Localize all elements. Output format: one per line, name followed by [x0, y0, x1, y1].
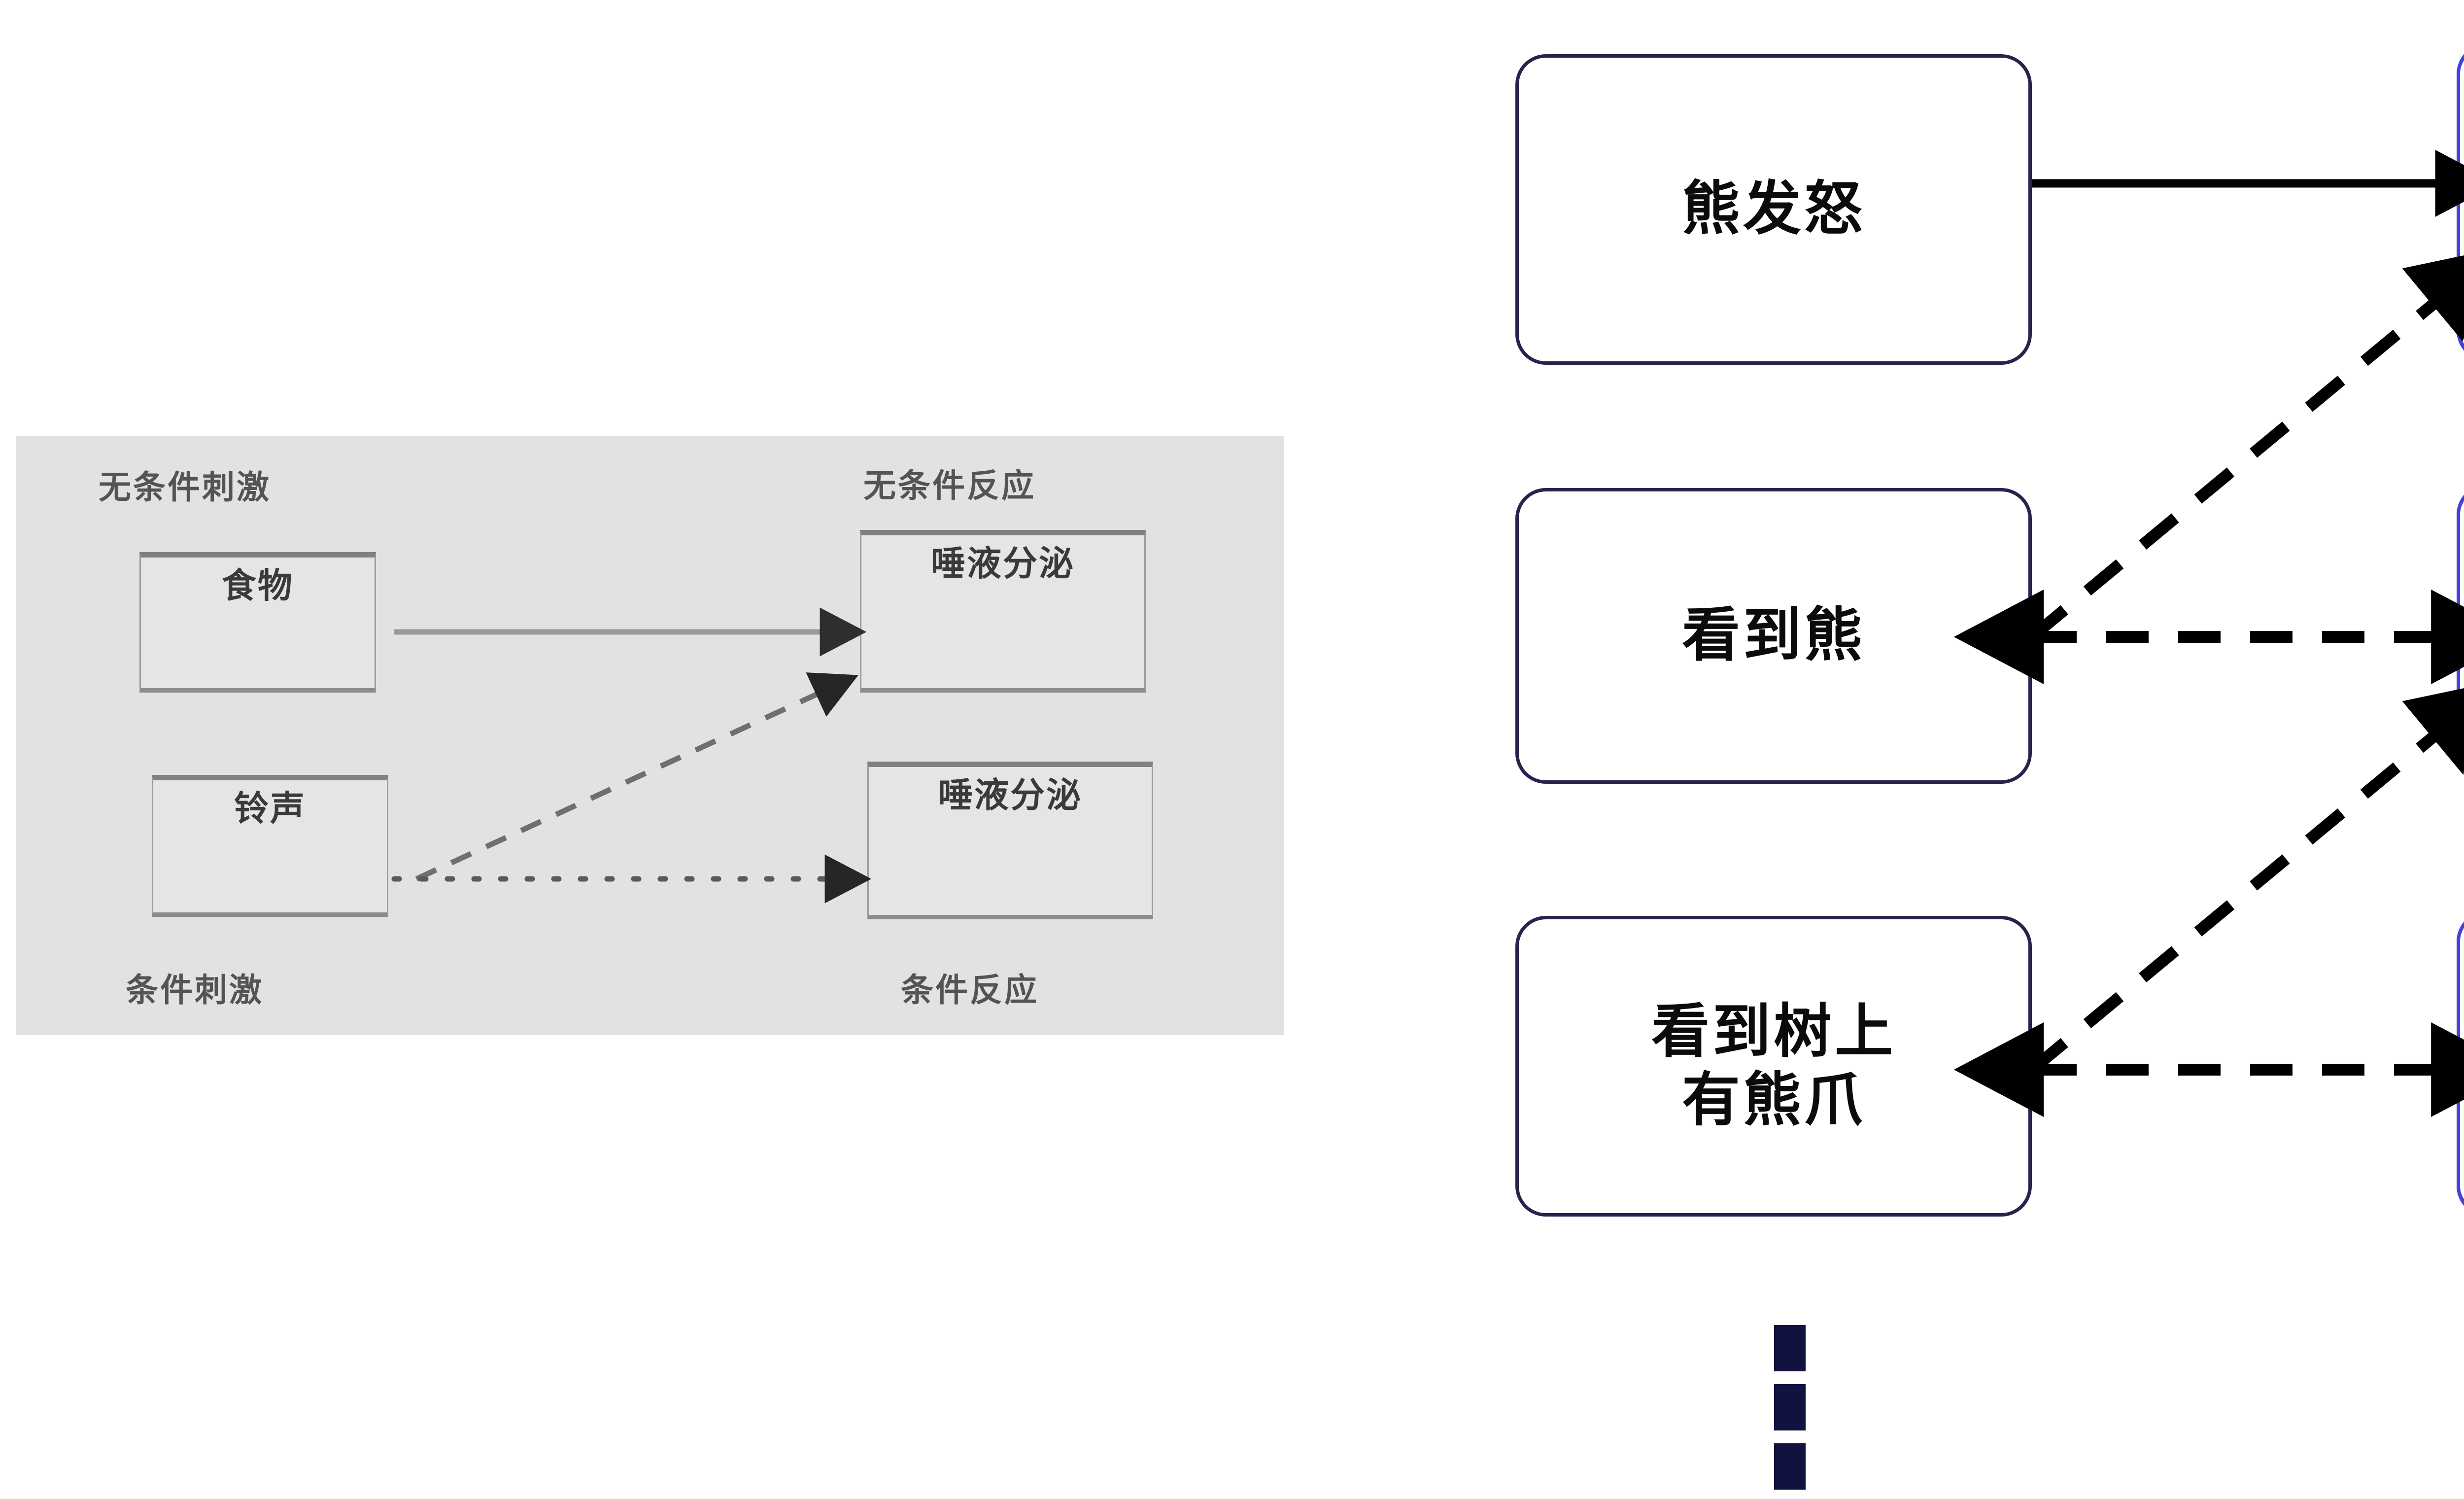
classical-conditioning-panel [16, 436, 1284, 1035]
rl-state-box-see-claw-text: 看到树上 有熊爪 [1651, 999, 1896, 1133]
cc-box-bell-text: 铃声 [234, 789, 306, 828]
ellipsis-dot-left-2 [1774, 1384, 1806, 1430]
label-unconditioned-response: 无条件反应 [863, 467, 1036, 504]
ellipsis-dot-left-1 [1774, 1325, 1806, 1371]
cc-box-food: 食物 [139, 552, 376, 693]
rl-state-box-see-bear: 看到熊 [1515, 488, 2032, 784]
label-unconditioned-stimulus: 无条件刺激 [99, 469, 271, 505]
cc-box-food-text: 食物 [222, 566, 294, 605]
cc-box-bell: 铃声 [152, 775, 388, 917]
rl-value-box-v-s: V(s) [2457, 911, 2464, 1217]
rl-arrow-see-bear-to-reward [2028, 247, 2464, 642]
cc-box-salivation-conditioned: 唾液分泌 [867, 762, 1153, 919]
label-conditioned-stimulus: 条件刺激 [126, 972, 264, 1008]
cc-box-salivation-unconditioned: 唾液分泌 [860, 530, 1146, 693]
cc-box-salivation-1-text: 唾液分泌 [931, 544, 1075, 583]
rl-arrow-see-claw-to-v-s-next [2028, 680, 2464, 1075]
rl-state-box-bear-angry-text: 熊发怒 [1681, 176, 1865, 242]
rl-value-box-reward: 奖励 [2457, 43, 2464, 361]
rl-value-box-v-s-next: V(s′) [2457, 484, 2464, 786]
ellipsis-dot-left-3 [1774, 1443, 1806, 1490]
cc-box-salivation-2-text: 唾液分泌 [938, 776, 1082, 814]
rl-state-box-see-claw: 看到树上 有熊爪 [1515, 916, 2032, 1217]
rl-state-box-see-bear-text: 看到熊 [1681, 603, 1865, 668]
label-conditioned-response: 条件反应 [901, 972, 1039, 1008]
rl-state-box-bear-angry: 熊发怒 [1515, 54, 2032, 365]
